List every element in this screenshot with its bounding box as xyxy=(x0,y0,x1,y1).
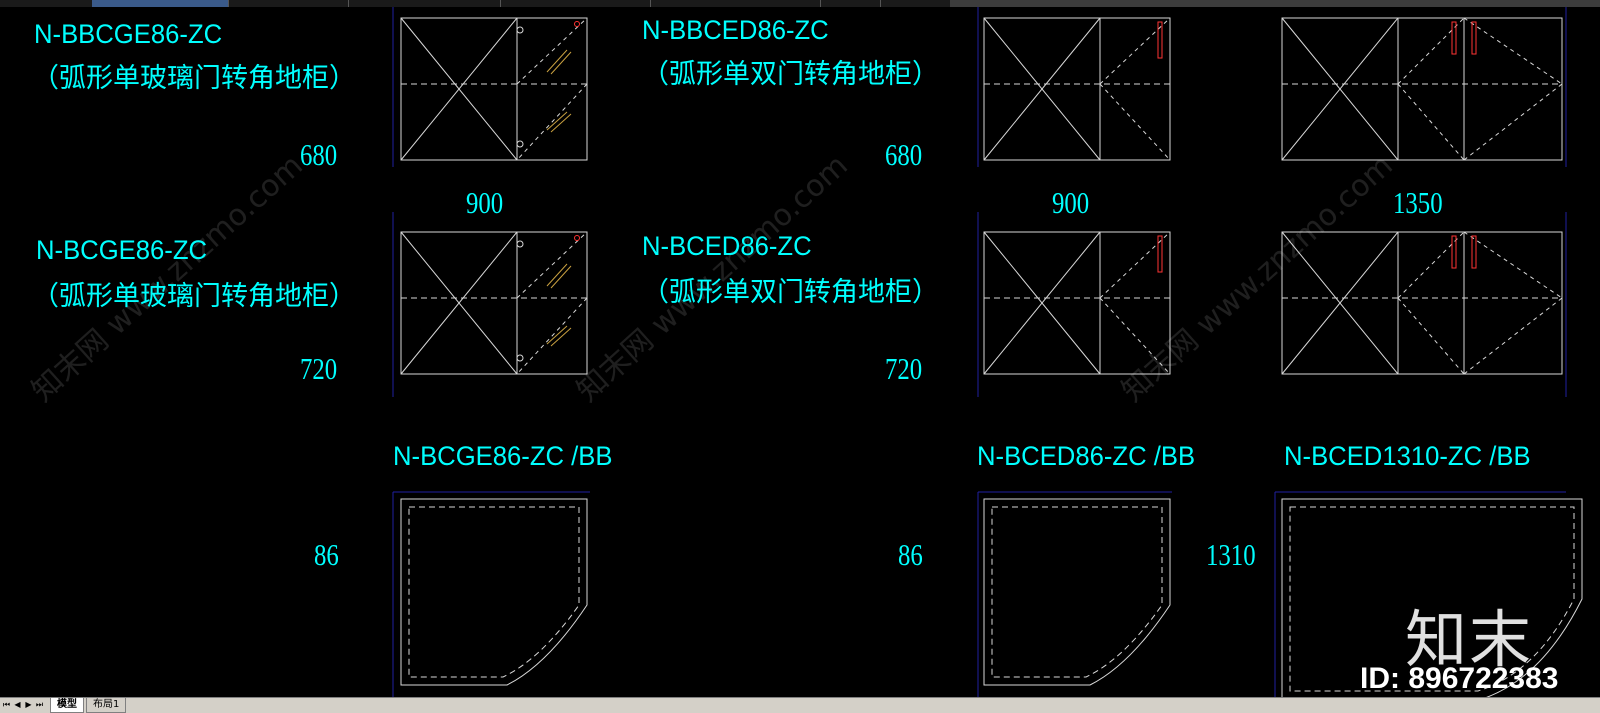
toolbar-tab[interactable] xyxy=(820,0,881,7)
cabinet-outline xyxy=(400,17,588,161)
plan-outline xyxy=(400,498,588,686)
door-swing xyxy=(516,83,588,161)
watermark-logo: 知末 xyxy=(1405,603,1534,676)
annotation-code-3: N-BCGE86-ZC xyxy=(36,235,208,265)
cabinet-outline xyxy=(1281,17,1563,161)
annotation-dim-1310: 1310 xyxy=(1206,537,1256,572)
annotation-dim-900-a: 900 xyxy=(466,185,504,220)
top-toolbar-strip xyxy=(0,0,1600,7)
door-swing xyxy=(1397,83,1465,161)
toolbar-empty xyxy=(950,0,1600,7)
toolbar-tab[interactable] xyxy=(500,0,651,7)
door-swing xyxy=(1397,297,1465,375)
next-tab-button[interactable]: ▶ xyxy=(25,700,32,709)
glass-mark xyxy=(546,111,568,131)
door-swing xyxy=(1397,231,1465,299)
annotation-desc-2: （弧形单双门转角地柜） xyxy=(642,59,939,90)
door-swing xyxy=(1463,297,1563,375)
tab-layout1[interactable]: 布局1 xyxy=(86,698,127,713)
glass-mark xyxy=(550,327,572,347)
handle-mark xyxy=(574,21,580,27)
annotation-plan-code-2: N-BCED86-ZC /BB xyxy=(977,441,1196,471)
cabinet-outline xyxy=(1281,231,1563,375)
glass-mark xyxy=(546,263,568,287)
door-diagonal xyxy=(1281,17,1399,161)
annotation-desc-4: （弧形单双门转角地柜） xyxy=(642,277,939,308)
annotation-code-2: N-BBCED86-ZC xyxy=(642,15,829,45)
glass-mark xyxy=(546,325,568,345)
cabinet-outline xyxy=(400,231,588,375)
plan-inner xyxy=(991,506,1163,678)
cabinet-outline xyxy=(983,231,1171,375)
door-swing xyxy=(516,231,588,299)
plan-inner xyxy=(408,506,580,678)
toolbar-tab-active[interactable] xyxy=(92,0,229,7)
door-diagonal xyxy=(983,231,1101,375)
prev-tab-button[interactable]: ◀ xyxy=(14,700,21,709)
toolbar-tab[interactable] xyxy=(0,0,93,7)
door-swing xyxy=(516,17,588,85)
door-swing xyxy=(1397,17,1465,85)
handle-mark xyxy=(1157,235,1163,273)
last-tab-button[interactable]: ⏭ xyxy=(35,700,44,709)
annotation-plan-code-1: N-BCGE86-ZC /BB xyxy=(393,441,613,471)
toolbar-tab[interactable] xyxy=(348,0,501,7)
handle-mark xyxy=(1157,21,1163,59)
toolbar-tab[interactable] xyxy=(650,0,821,7)
annotation-code-4: N-BCED86-ZC xyxy=(642,231,812,261)
plan-inner xyxy=(1289,506,1575,692)
handle-mark xyxy=(1471,235,1477,269)
layout-tab-bar: ⏮ ◀ ▶ ⏭ 模型 布局1 xyxy=(0,697,1600,713)
door-swing xyxy=(1099,83,1171,161)
door-diagonal xyxy=(1281,231,1399,375)
handle-mark xyxy=(1451,21,1457,55)
annotation-dim-680-b: 680 xyxy=(885,137,923,172)
annotation-dim-680-a: 680 xyxy=(300,137,338,172)
annotation-desc-1: （弧形单玻璃门转角地柜） xyxy=(32,63,356,94)
image-id: ID: 896722383 xyxy=(1360,662,1559,695)
toolbar-tab[interactable] xyxy=(228,0,349,7)
annotation-dim-720-a: 720 xyxy=(300,351,338,386)
cad-drawing xyxy=(392,7,1583,697)
door-diagonal xyxy=(983,17,1101,161)
door-swing xyxy=(1463,231,1563,299)
annotation-dim-900-b: 900 xyxy=(1052,185,1090,220)
door-diagonal xyxy=(400,17,518,161)
hinge-circle xyxy=(516,26,524,34)
door-swing xyxy=(1463,83,1563,161)
handle-mark xyxy=(574,235,580,241)
plan-outline xyxy=(983,498,1171,686)
door-swing xyxy=(1099,297,1171,375)
door-swing xyxy=(1099,231,1171,299)
plan-outline xyxy=(1281,498,1583,697)
door-swing xyxy=(516,297,588,375)
first-tab-button[interactable]: ⏮ xyxy=(2,700,11,709)
glass-mark xyxy=(550,265,572,289)
glass-mark xyxy=(550,51,572,75)
annotation-code-1: N-BBCGE86-ZC xyxy=(34,19,223,49)
handle-mark xyxy=(1471,21,1477,55)
glass-mark xyxy=(546,49,568,73)
door-swing xyxy=(1099,17,1171,85)
cabinet-outline xyxy=(983,17,1171,161)
hinge-circle xyxy=(516,240,524,248)
door-swing xyxy=(1463,17,1563,85)
annotation-dim-1350: 1350 xyxy=(1393,185,1443,220)
hinge-circle xyxy=(516,354,524,362)
annotation-plan-code-3: N-BCED1310-ZC /BB xyxy=(1284,441,1531,471)
annotation-dim-720-b: 720 xyxy=(885,351,923,386)
door-diagonal xyxy=(400,231,518,375)
toolbar-tab[interactable] xyxy=(880,0,951,7)
annotation-desc-3: （弧形单玻璃门转角地柜） xyxy=(32,281,356,312)
hinge-circle xyxy=(516,140,524,148)
annotation-dim-86-b: 86 xyxy=(898,537,923,572)
model-space-canvas[interactable]: 知末网 www.znzmo.com 知末网 www.znzmo.com 知末网 … xyxy=(0,7,1600,697)
annotation-dim-86-a: 86 xyxy=(314,537,339,572)
tab-model[interactable]: 模型 xyxy=(50,698,84,713)
glass-mark xyxy=(550,113,572,133)
handle-mark xyxy=(1451,235,1457,269)
